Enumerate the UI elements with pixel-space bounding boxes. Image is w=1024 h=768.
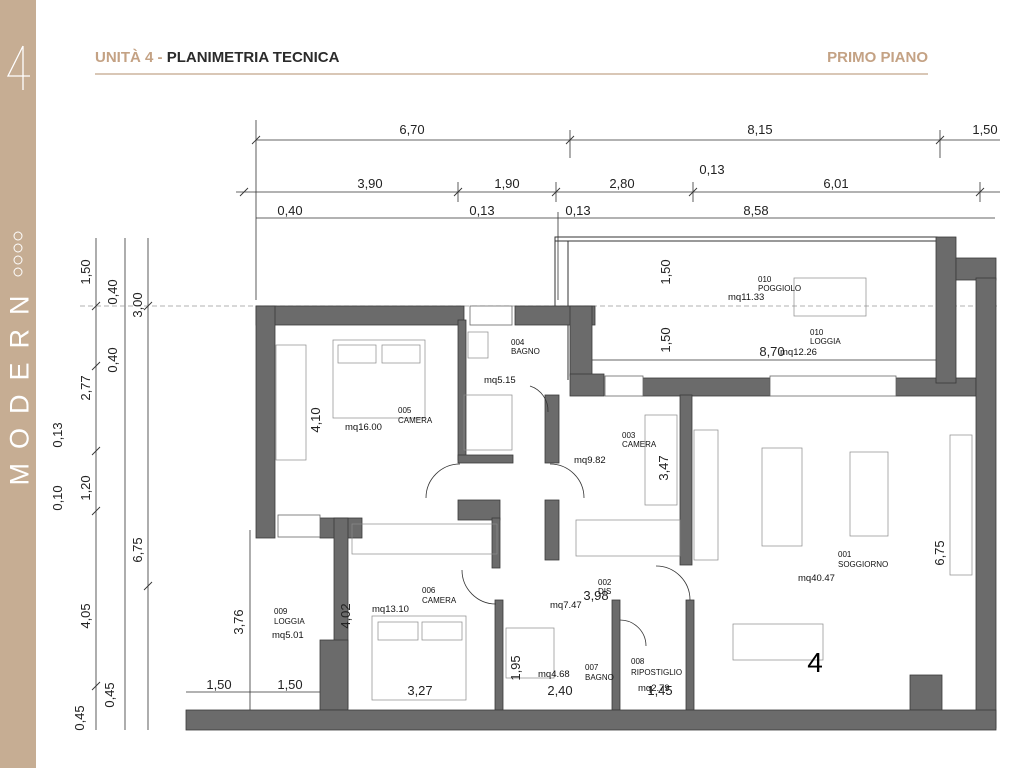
dim-mid-3: 2,80: [609, 176, 634, 191]
room-007-area: mq4.68: [538, 669, 570, 680]
dim-inner-8: 1,95: [508, 655, 523, 680]
dim-left-3: 3,00: [130, 292, 145, 317]
door-swings: [425, 385, 691, 647]
dim-low-4: 8,58: [743, 203, 768, 218]
dim-inner-2: 1,50: [658, 327, 673, 352]
title-text: PLANIMETRIA TECNICA: [166, 49, 340, 66]
dim-bottom-2: 1,50: [277, 677, 302, 692]
room-007-name: BAGNO: [585, 673, 614, 682]
dim-top-2: 8,15: [747, 122, 772, 137]
dim-inner-4: 4,10: [308, 407, 323, 432]
dim-inner-1: 1,50: [658, 259, 673, 284]
room-001-code: 001: [838, 550, 852, 559]
page-header: UNITÀ 4 - PLANIMETRIA TECNICA PRIMO PIAN…: [95, 47, 928, 75]
dimension-ticks: [91, 135, 985, 691]
room-010b-area: mq12.26: [780, 347, 817, 358]
room-010b-code: 010: [810, 328, 824, 337]
brand-sidebar: MODERN: [0, 0, 36, 768]
room-003-code: 003: [622, 431, 636, 440]
dimension-lines: [80, 120, 1000, 730]
dim-low-1: 0,40: [277, 203, 302, 218]
dim-inner-9: 6,75: [932, 540, 947, 565]
dim-left-10: 4,05: [78, 603, 93, 628]
dim-left-1: 1,50: [78, 259, 93, 284]
brand-dots-icon: [11, 228, 25, 283]
dim-low-2: 0,13: [469, 203, 494, 218]
room-002-code: 002: [598, 578, 612, 587]
dim-left-4: 0,40: [105, 347, 120, 372]
dim-left-11: 3,76: [231, 609, 246, 634]
room-010b-name: LOGGIA: [810, 337, 841, 346]
room-004-code: 004: [511, 338, 525, 347]
dim-left-6: 0,13: [50, 422, 65, 447]
unit-number-label: 4: [807, 647, 823, 678]
dim-left-5: 2,77: [78, 375, 93, 400]
windows: [277, 305, 897, 538]
room-010a-name: POGGIOLO: [758, 284, 801, 293]
floor-plan: 6,70 8,15 1,50 3,90 1,90 2,80 0,13 6,01 …: [50, 120, 1000, 731]
title-separator: -: [153, 49, 167, 66]
dim-top-3: 1,50: [972, 122, 997, 137]
room-004-area: mq5.15: [484, 375, 516, 386]
dim-inner-6: 4,02: [338, 603, 353, 628]
room-006-name: CAMERA: [422, 596, 457, 605]
dim-bottom-1: 1,50: [206, 677, 231, 692]
room-006-code: 006: [422, 586, 436, 595]
room-007-code: 007: [585, 663, 599, 672]
dim-mid-5: 6,01: [823, 176, 848, 191]
dim-low-3: 0,13: [565, 203, 590, 218]
dim-left-12: 0,45: [72, 705, 87, 730]
floor-label: PRIMO PIANO: [827, 49, 928, 66]
unit-label: UNITÀ 4: [95, 49, 154, 66]
room-009-name: LOGGIA: [274, 617, 305, 626]
room-010a-code: 010: [758, 275, 772, 284]
room-005-area: mq16.00: [345, 422, 382, 433]
room-002-name: DIS: [598, 587, 611, 596]
dim-inner-3: 8,70: [759, 344, 784, 359]
brand-wordmark: MODERN: [4, 281, 35, 486]
brand-number-mark: [6, 45, 30, 90]
dim-bottom-3: 3,27: [407, 683, 432, 698]
dim-bottom-4: 2,40: [547, 683, 572, 698]
room-002-area: mq7.47: [550, 600, 582, 611]
page-title: UNITÀ 4 - PLANIMETRIA TECNICA: [95, 49, 339, 66]
dim-mid-1: 3,90: [357, 176, 382, 191]
room-009-area: mq5.01: [272, 630, 304, 641]
dim-inner-5: 3,47: [656, 455, 671, 480]
room-labels: 010 POGGIOLO mq11.33 010 LOGGIA mq12.26 …: [272, 275, 888, 694]
room-003-name: CAMERA: [622, 440, 657, 449]
dim-top-1: 6,70: [399, 122, 424, 137]
room-003-area: mq9.82: [574, 455, 606, 466]
walls: [185, 236, 997, 731]
room-005-code: 005: [398, 406, 412, 415]
dim-left-13: 0,45: [102, 682, 117, 707]
room-008-area: mq2.79: [638, 683, 670, 694]
room-010a-area: mq11.33: [728, 292, 764, 303]
dim-left-9: 6,75: [130, 537, 145, 562]
dim-inner-7: 3,98: [583, 588, 608, 603]
room-008-code: 008: [631, 657, 645, 666]
dim-left-7: 1,20: [78, 475, 93, 500]
dim-mid-4: 0,13: [699, 162, 724, 177]
room-006-area: mq13.10: [372, 604, 409, 615]
dim-bottom-5: 1,45: [647, 683, 672, 698]
terrace-outline: [554, 236, 938, 380]
room-005-name: CAMERA: [398, 416, 433, 425]
dim-mid-2: 1,90: [494, 176, 519, 191]
room-001-area: mq40.47: [798, 573, 835, 584]
room-004-name: BAGNO: [511, 347, 540, 356]
room-008-name: RIPOSTIGLIO: [631, 668, 682, 677]
furniture: [275, 277, 973, 701]
room-001-name: SOGGIORNO: [838, 560, 888, 569]
room-009-code: 009: [274, 607, 288, 616]
dim-left-8: 0,10: [50, 485, 65, 510]
dim-left-2: 0,40: [105, 279, 120, 304]
